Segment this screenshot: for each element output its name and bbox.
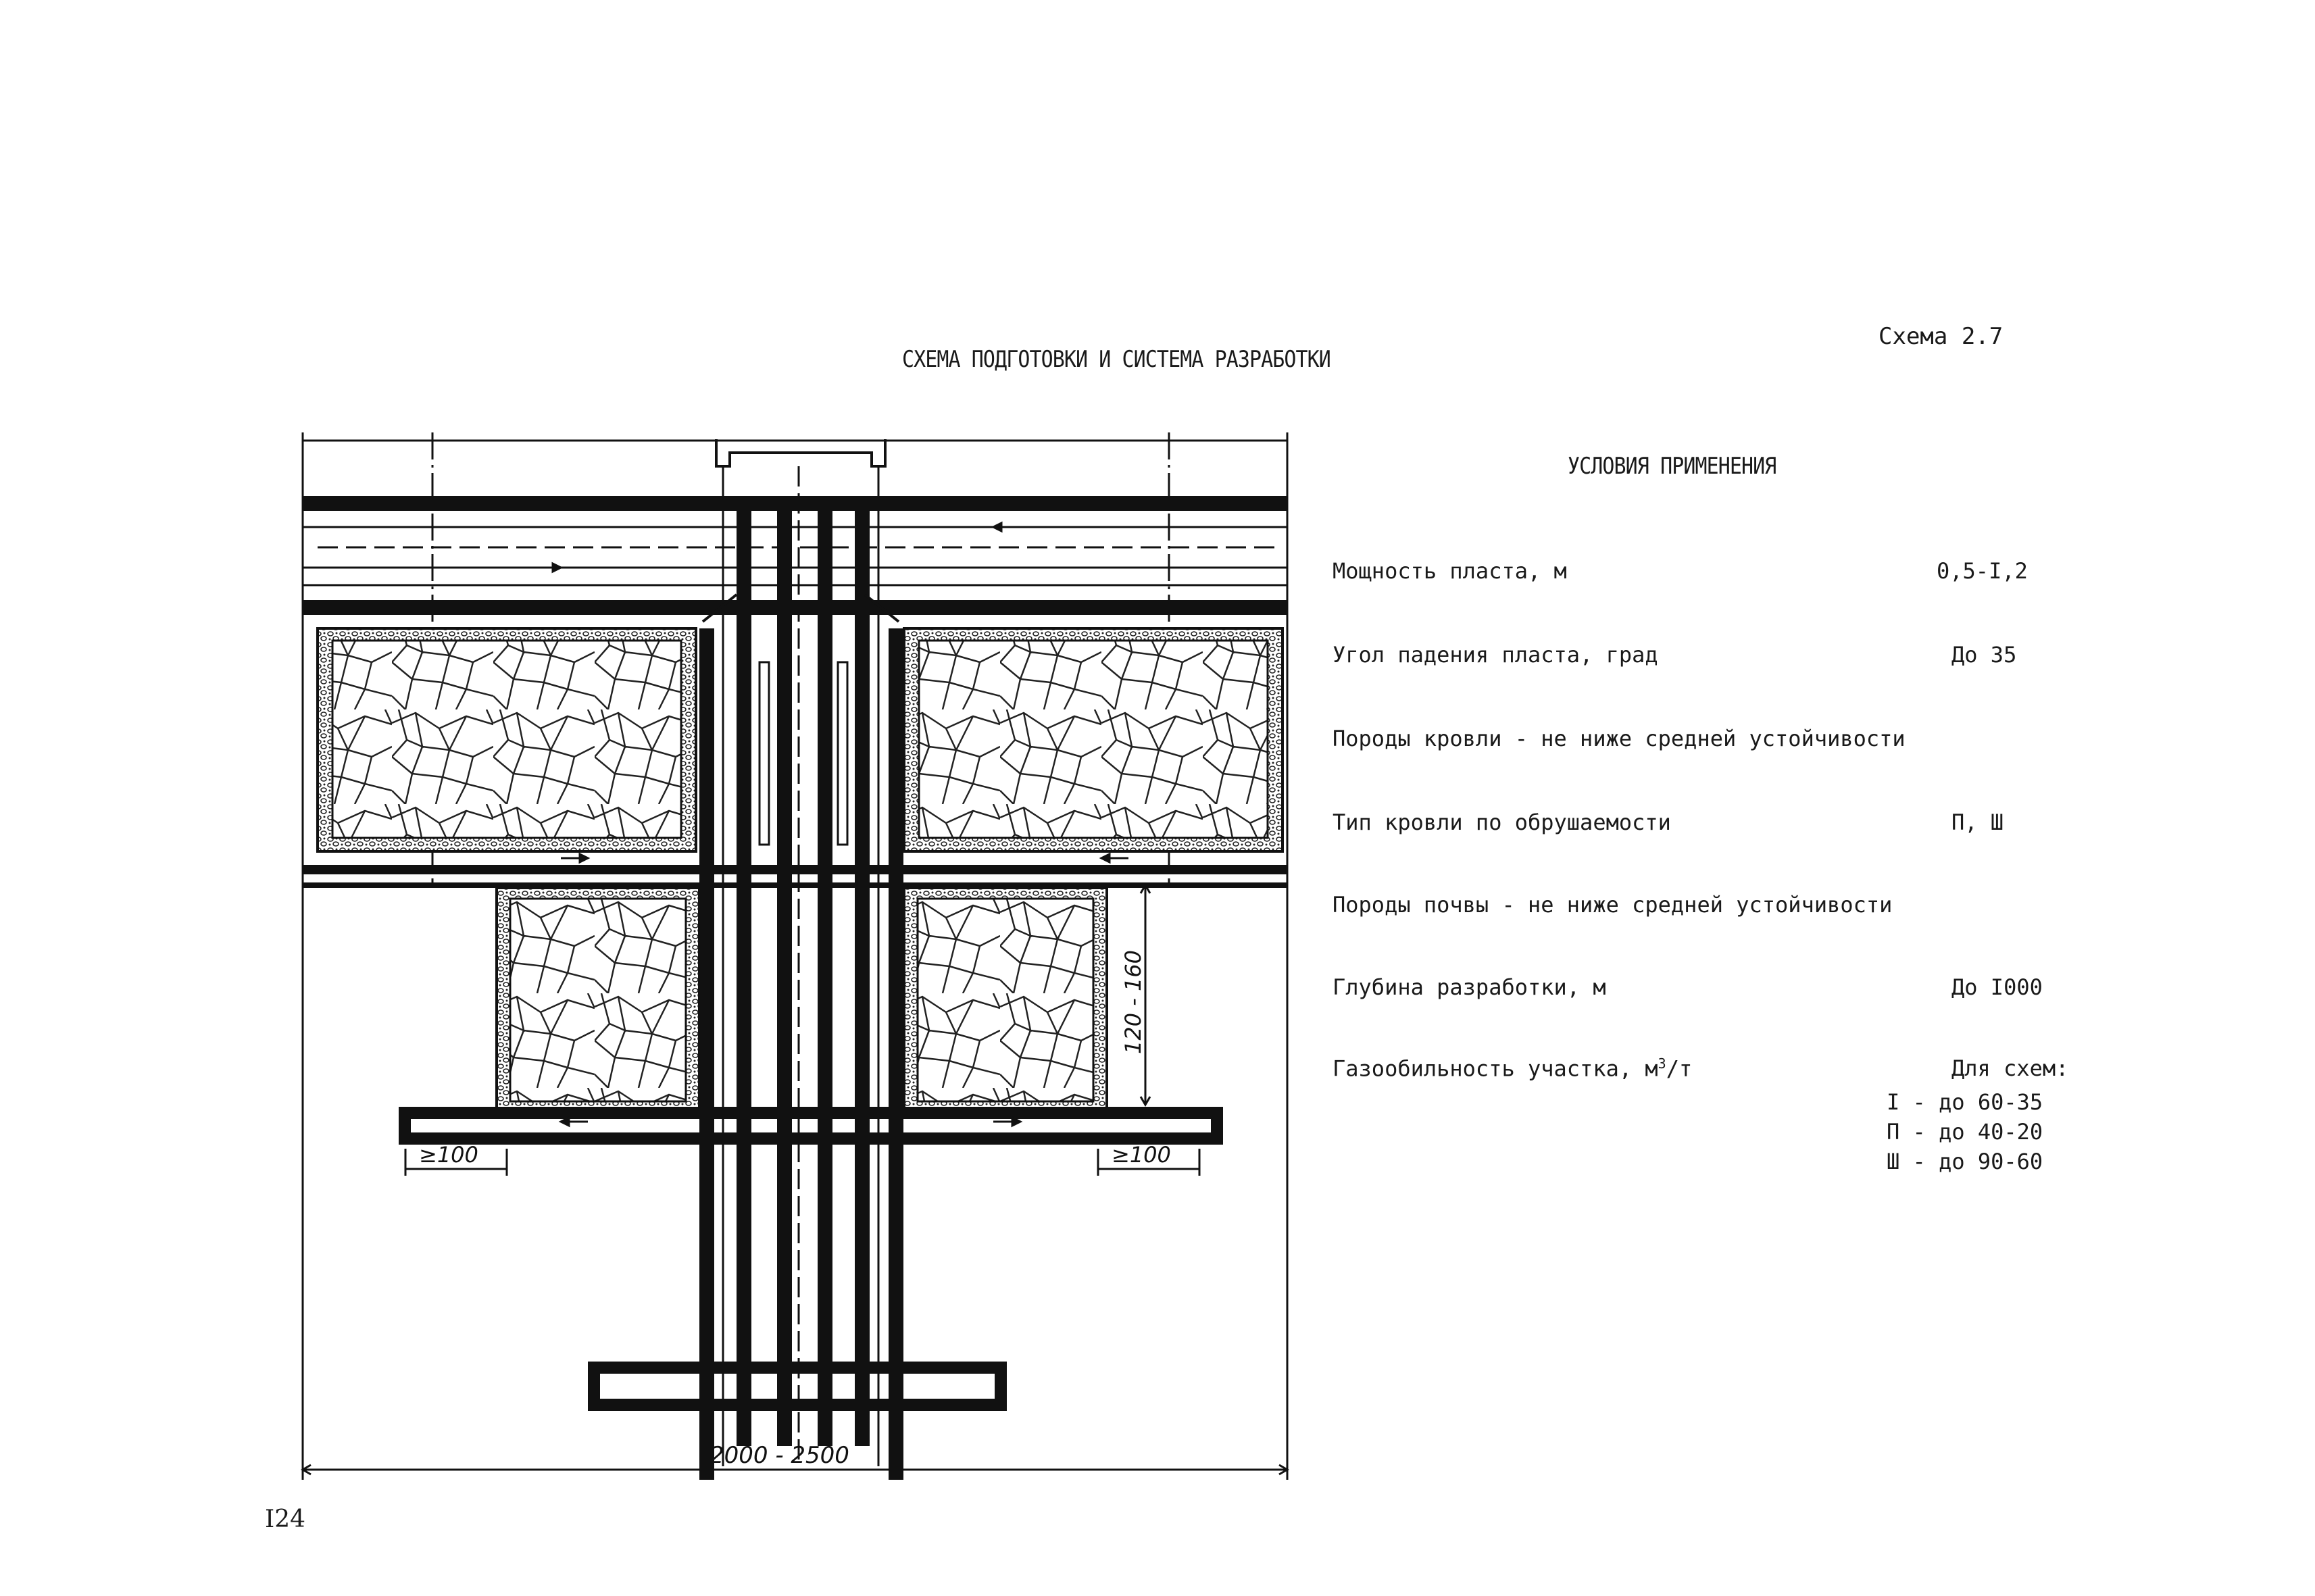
condition-label-roof-type: Тип кровли по обрушаемости <box>1333 809 1671 835</box>
lower-drift <box>399 1107 1223 1145</box>
top-heading <box>701 439 900 623</box>
central-inclines <box>699 500 903 1480</box>
gas-schemes-header: Для схем: <box>1951 1055 2069 1081</box>
scheme-number-label: Схема 2.7 <box>1878 323 2003 350</box>
lower-right-goaf <box>903 887 1108 1119</box>
lower-left-goaf <box>495 887 701 1119</box>
condition-value-roof-type: П, Ш <box>1951 809 2004 835</box>
left-offset-dimension <box>404 1149 508 1176</box>
page-title: СХЕМА ПОДГОТОВКИ И СИСТЕМА РАЗРАБОТКИ <box>902 346 1331 373</box>
gas-scheme-item-1: I - до 60-35 <box>1887 1089 2043 1115</box>
top-drift-inner <box>303 526 1287 587</box>
gas-scheme-item-3: Ш - до 90-60 <box>1887 1149 2043 1174</box>
gas-scheme-item-2: П - до 40-20 <box>1887 1119 2043 1145</box>
bottom-drift <box>588 1362 1007 1411</box>
condition-value-mining-depth: До I000 <box>1951 974 2043 1000</box>
conditions-title: УСЛОВИЯ ПРИМЕНЕНИЯ <box>1568 453 1776 480</box>
condition-label-roof-rocks: Породы кровли - не ниже средней устойчив… <box>1333 726 1906 751</box>
right-offset-dimension <box>1097 1149 1201 1176</box>
condition-label-gas: Газообильность участка, м3/т <box>1333 1055 1693 1082</box>
middle-drift <box>303 865 1287 888</box>
condition-label-dip-angle: Угол падения пласта, град <box>1333 642 1658 668</box>
condition-value-seam-thickness: 0,5-I,2 <box>1937 558 2028 584</box>
width-dimension-text: 2000 - 2500 <box>710 1442 849 1469</box>
condition-label-mining-depth: Глубина разработки, м <box>1333 974 1606 1000</box>
top-drift <box>303 496 1287 615</box>
upper-right-goaf <box>903 627 1284 853</box>
upper-left-goaf <box>316 627 697 853</box>
condition-label-seam-thickness: Мощность пласта, м <box>1333 558 1567 584</box>
condition-label-floor-rocks: Породы почвы - не ниже средней устойчиво… <box>1333 892 1893 918</box>
mining-scheme-drawing: 2000 - 2500 120 - 160 ≥100 ≥100 <box>301 432 1289 1480</box>
central-incline-inner <box>722 466 880 1466</box>
condition-value-dip-angle: До 35 <box>1951 642 2017 668</box>
right-offset-text: ≥100 <box>1112 1142 1171 1168</box>
ventilation-arrows <box>534 521 1128 1128</box>
pillar-dimension-line <box>1139 883 1151 1107</box>
page-number: I24 <box>265 1505 306 1533</box>
pillar-dimension-text: 120 - 160 <box>1120 950 1146 1054</box>
left-offset-text: ≥100 <box>419 1142 478 1168</box>
width-dimension-line <box>301 1464 1289 1476</box>
